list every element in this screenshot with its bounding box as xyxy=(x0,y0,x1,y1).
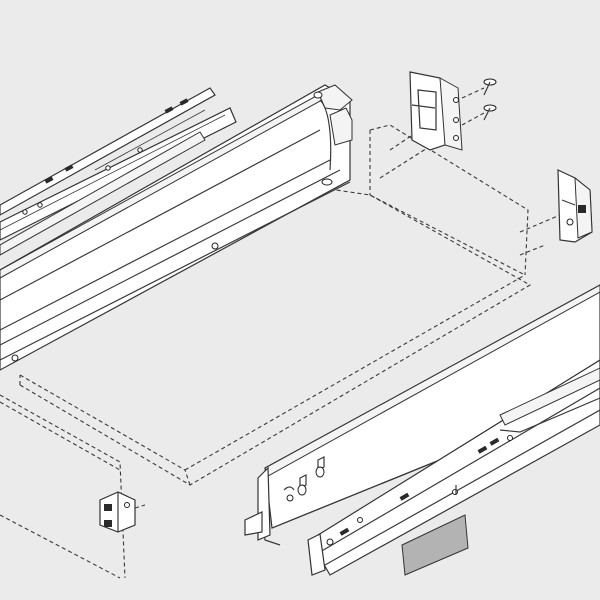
left-runner-rail xyxy=(0,87,237,256)
right-drawer-side-panel xyxy=(244,284,600,546)
rear-bracket xyxy=(409,71,463,151)
drawer-back-outline xyxy=(369,124,561,276)
left-drawer-side-panel xyxy=(0,84,353,371)
front-fixing-bracket xyxy=(99,491,146,533)
front-fixing-bracket xyxy=(557,169,593,243)
screw xyxy=(461,78,497,126)
right-runner-rail xyxy=(307,359,600,576)
drawer-front-outline xyxy=(0,394,126,579)
drawer-bottom-outline xyxy=(19,189,532,486)
side-cover-cap xyxy=(401,514,469,576)
